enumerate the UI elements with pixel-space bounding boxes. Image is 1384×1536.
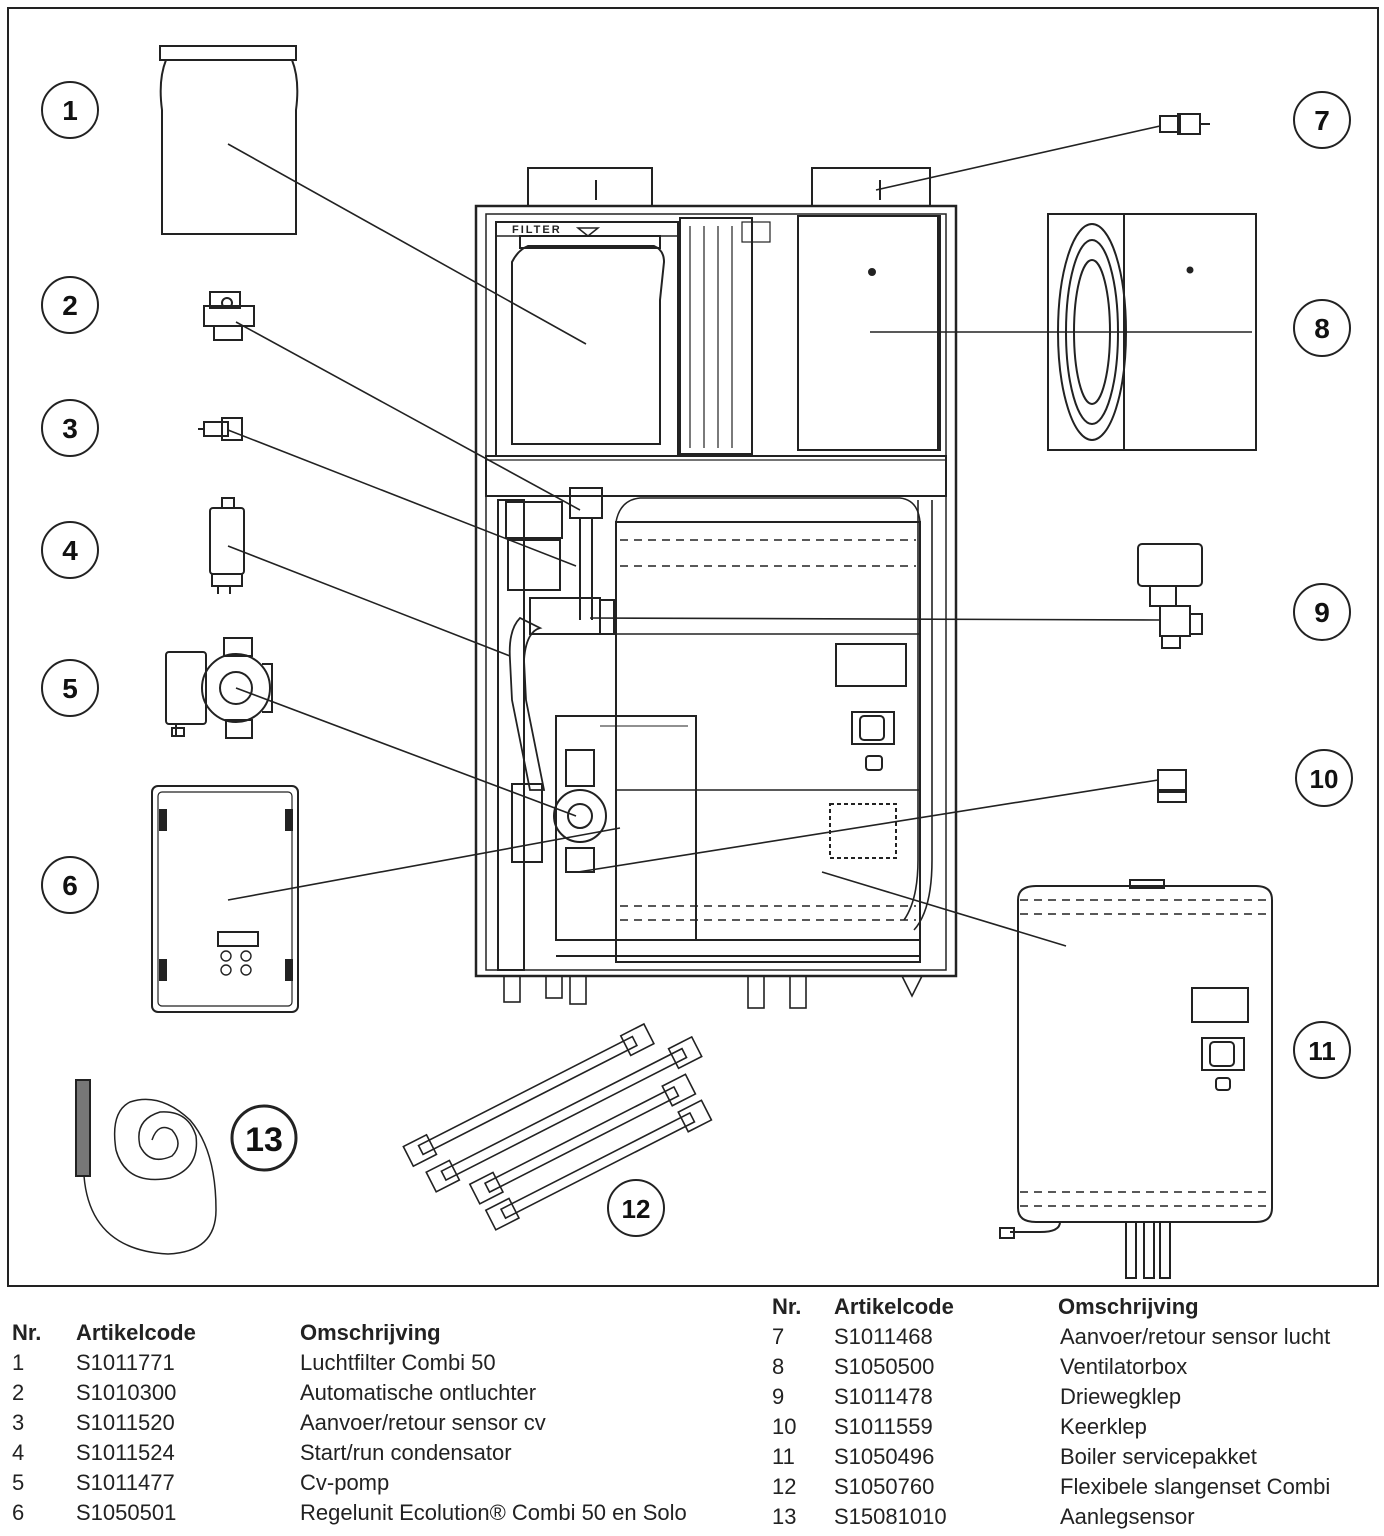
callout-5: 5 [41,659,99,717]
callout-1: 1 [41,81,99,139]
callout-label: 10 [1310,764,1339,794]
callout-label: 11 [1308,1036,1336,1066]
filter-label: FILTER [512,224,562,236]
part-7-air-sensor [1159,113,1210,135]
callout-label: 13 [245,1121,283,1159]
cell-nr: 11 [772,1444,795,1469]
callout-4: 4 [41,521,99,579]
cell-code: S1011478 [834,1384,933,1409]
cell-nr: 8 [772,1354,785,1379]
cell-nr: 6 [12,1500,25,1525]
cell-nr: 4 [12,1440,25,1465]
callout-11: 11 [1293,1021,1351,1079]
cell-code: S1050496 [834,1444,935,1469]
part-11-boiler [999,879,1273,1279]
header-desc: Omschrijving [1058,1294,1199,1319]
callout-10: 10 [1295,749,1353,807]
part-3-sensor-cv [198,417,243,441]
cell-desc: Aanvoer/retour sensor cv [300,1410,546,1435]
callout-label: 6 [62,870,78,901]
cell-code: S1011559 [834,1414,933,1439]
callout-label: 12 [622,1194,651,1224]
cell-desc: Boiler servicepakket [1060,1444,1257,1469]
cell-desc: Ventilatorbox [1060,1354,1188,1379]
cell-code: S1011477 [76,1470,175,1495]
cell-desc: Regelunit Ecolution® Combi 50 en Solo [300,1500,687,1525]
part-4-capacitor [209,497,245,594]
cell-code: S1011468 [834,1324,933,1349]
callout-label: 9 [1314,597,1330,628]
cell-code: S1010300 [76,1380,177,1405]
header-nr: Nr. [12,1320,42,1345]
part-10-check-valve [1157,769,1187,803]
callout-2: 2 [41,276,99,334]
cell-nr: 2 [12,1380,25,1405]
cell-desc: Luchtfilter Combi 50 [300,1350,496,1375]
cell-code: S1050501 [76,1500,177,1525]
cell-code: S1011520 [76,1410,175,1435]
cell-code: S1050760 [834,1474,935,1499]
cell-nr: 1 [12,1350,25,1375]
cell-desc: Driewegklep [1060,1384,1182,1409]
part-2-air-vent [203,291,255,341]
header-code: Artikelcode [834,1294,954,1319]
cell-code: S15081010 [834,1504,947,1529]
cell-code: S1050500 [834,1354,935,1379]
cell-desc: Aanlegsensor [1060,1504,1195,1529]
cell-desc: Cv-pomp [300,1470,390,1495]
cell-desc: Aanvoer/retour sensor lucht [1060,1324,1331,1349]
cell-desc: Automatische ontluchter [300,1380,537,1405]
callout-label: 3 [62,413,78,444]
leader-lines [227,125,1252,947]
callout-7: 7 [1293,91,1351,149]
cell-code: S1011771 [76,1350,175,1375]
part-13-contact-sensor [75,1079,217,1255]
part-9-three-way-valve [1137,543,1203,649]
cell-desc: Keerklep [1060,1414,1147,1439]
main-unit: FILTER [474,167,958,1009]
callout-label: 7 [1314,105,1330,136]
cell-code: S1011524 [76,1440,175,1465]
parts-table-right: Nr. Artikelcode Omschrijving 7 S1011468 … [772,1292,1372,1534]
callout-label: 8 [1314,313,1330,344]
callout-label: 4 [62,535,78,566]
cell-nr: 5 [12,1470,25,1495]
part-1-air-filter [159,45,299,235]
callout-9: 9 [1293,583,1351,641]
cell-desc: Flexibele slangenset Combi [1060,1474,1331,1499]
part-6-control-unit [151,785,299,1013]
parts-table-left: Nr. Artikelcode Omschrijving 1 S1011771 … [12,1318,752,1534]
callout-3: 3 [41,399,99,457]
cell-nr: 3 [12,1410,25,1435]
callout-label: 5 [62,673,78,704]
cell-nr: 9 [772,1384,785,1409]
callout-12: 12 [607,1179,665,1237]
cell-desc: Start/run condensator [300,1440,512,1465]
part-12-hose-set [402,1022,713,1231]
header-nr: Nr. [772,1294,802,1319]
cell-nr: 7 [772,1324,785,1349]
cell-nr: 13 [772,1504,797,1529]
header-desc: Omschrijving [300,1320,441,1345]
cell-nr: 10 [772,1414,797,1439]
diagram-frame [7,7,1379,1287]
callout-8: 8 [1293,299,1351,357]
callout-label: 2 [62,290,78,321]
cell-nr: 12 [772,1474,797,1499]
callout-13: 13 [230,1104,298,1172]
callout-6: 6 [41,856,99,914]
callout-label: 1 [62,95,78,126]
header-code: Artikelcode [76,1320,196,1345]
exploded-parts-diagram: FILTER [7,7,1379,1287]
part-5-pump [165,637,273,739]
